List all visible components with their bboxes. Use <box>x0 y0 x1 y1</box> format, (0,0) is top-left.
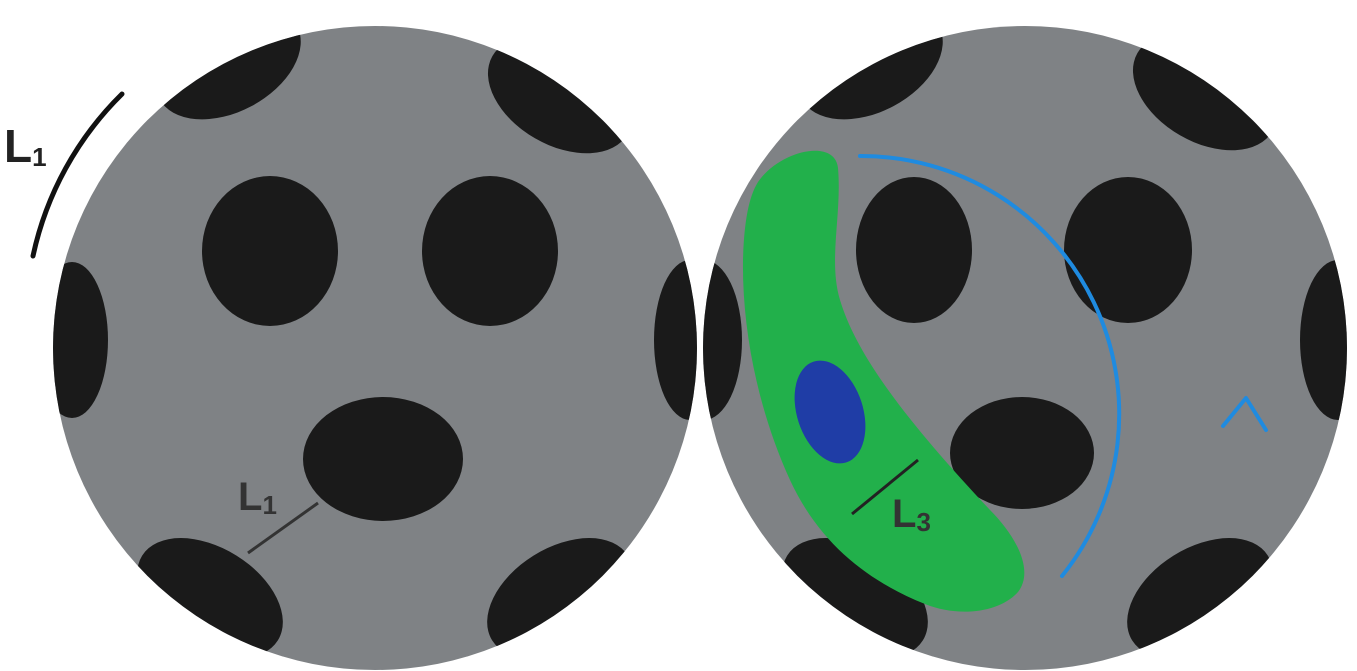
right-spot-inner-left <box>856 177 972 323</box>
right-disc: L3 <box>666 0 1357 671</box>
left-spot-inner-right <box>422 176 558 326</box>
left-spot-center-bottom <box>303 397 463 521</box>
left-spot-inner-left <box>202 176 338 326</box>
outer-arc-label: L1 <box>4 120 47 172</box>
left-disc: L1 L1 <box>4 0 726 671</box>
left-spot-edge-left <box>36 262 108 418</box>
right-spot-inner-right <box>1064 177 1192 323</box>
